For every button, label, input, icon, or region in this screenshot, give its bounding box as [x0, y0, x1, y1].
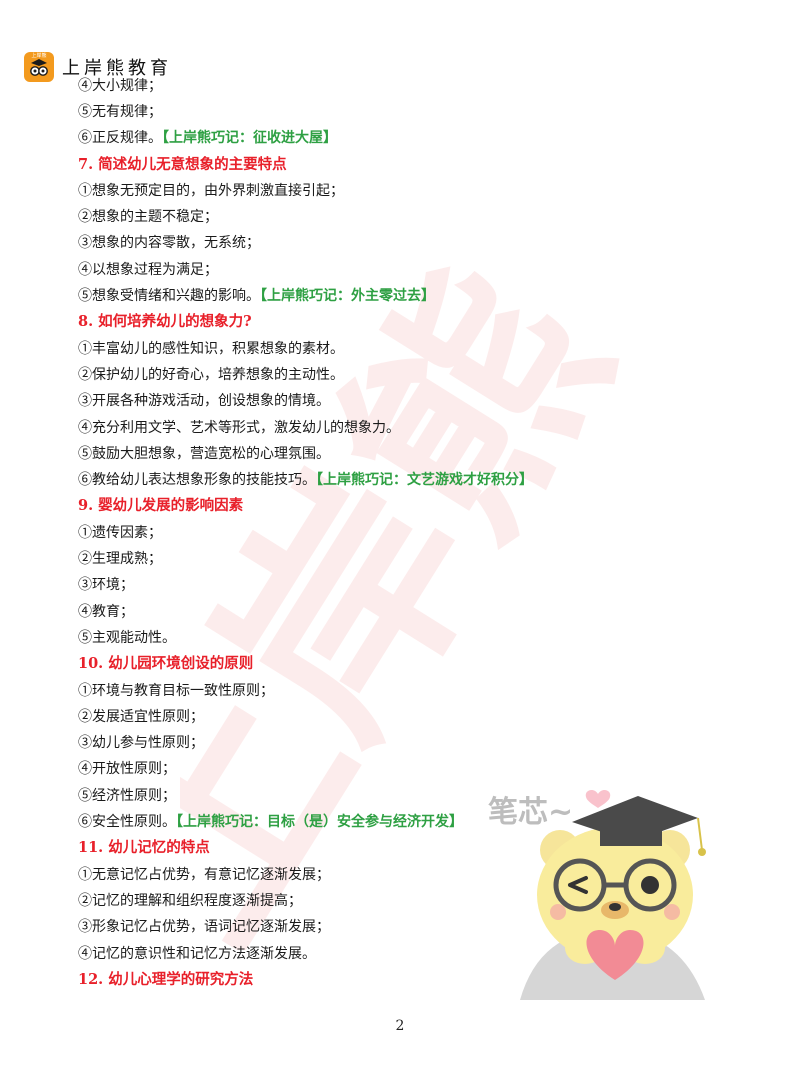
heading-text: 9. 婴幼儿发展的影响因素 — [78, 497, 244, 515]
list-item: ①丰富幼儿的感性知识，积累想象的素材。 — [78, 336, 538, 362]
item-text: ①丰富幼儿的感性知识，积累想象的素材。 — [78, 340, 344, 357]
section-heading: 12. 幼儿心理学的研究方法 — [78, 967, 538, 993]
list-item: ⑤无有规律； — [78, 99, 538, 125]
list-item: ①想象无预定目的，由外界刺激直接引起； — [78, 178, 538, 204]
list-item: ⑤经济性原则； — [78, 783, 538, 809]
list-item: ①环境与教育目标一致性原则； — [78, 678, 538, 704]
page-number: 2 — [395, 1018, 405, 1034]
list-item: ③形象记忆占优势，语词记忆逐渐发展； — [78, 914, 538, 940]
item-text: ⑥教给幼儿表达想象形象的技能技巧。 — [78, 472, 316, 489]
item-text: ⑤鼓励大胆想象，营造宽松的心理氛围。 — [78, 445, 330, 462]
memory-tip: 【上岸熊巧记：外主零过去】 — [260, 288, 435, 305]
item-text: ④记忆的意识性和记忆方法逐渐发展。 — [78, 945, 316, 962]
bear-mascot-illustration: 笔芯~ — [488, 790, 706, 1000]
list-item: ④充分利用文学、艺术等形式，激发幼儿的想象力。 — [78, 415, 538, 441]
item-text: ⑤无有规律； — [78, 104, 162, 120]
item-text: ①无意记忆占优势，有意记忆逐渐发展； — [78, 866, 330, 883]
memory-tip: 【上岸熊巧记：目标（是）安全参与经济开发】 — [176, 814, 463, 831]
list-item: ⑥教给幼儿表达想象形象的技能技巧。【上岸熊巧记：文艺游戏才好积分】 — [78, 467, 538, 493]
list-item: ②想象的主题不稳定； — [78, 204, 538, 230]
item-text: ②记忆的理解和组织程度逐渐提高； — [78, 892, 302, 909]
mascot-caption: 笔芯~ — [488, 795, 573, 830]
heading-text: 8. 如何培养幼儿的想象力? — [78, 313, 252, 331]
list-item: ⑥正反规律。【上岸熊巧记：征收进大屋】 — [78, 125, 538, 151]
item-text: ④充分利用文学、艺术等形式，激发幼儿的想象力。 — [78, 419, 400, 436]
item-text: ③幼儿参与性原则； — [78, 735, 204, 752]
list-item: ②保护幼儿的好奇心，培养想象的主动性。 — [78, 362, 538, 388]
item-text: ⑤经济性原则； — [78, 787, 176, 804]
section-heading: 9. 婴幼儿发展的影响因素 — [78, 493, 538, 519]
list-item: ④大小规律； — [78, 73, 538, 99]
item-text: ④以想象过程为满足； — [78, 261, 218, 278]
list-item: ④教育； — [78, 599, 538, 625]
item-text: ③环境； — [78, 577, 134, 594]
list-item: ⑤鼓励大胆想象，营造宽松的心理氛围。 — [78, 441, 538, 467]
item-text: ②发展适宜性原则； — [78, 708, 204, 725]
list-item: ①遗传因素； — [78, 520, 538, 546]
list-item: ②记忆的理解和组织程度逐渐提高； — [78, 888, 538, 914]
item-text: ①环境与教育目标一致性原则； — [78, 682, 274, 699]
section-heading: 8. 如何培养幼儿的想象力? — [78, 309, 538, 335]
list-item: ③开展各种游戏活动，创设想象的情境。 — [78, 388, 538, 414]
list-item: ②发展适宜性原则； — [78, 704, 538, 730]
item-text: ③想象的内容零散，无系统； — [78, 235, 260, 252]
list-item: ②生理成熟； — [78, 546, 538, 572]
list-item: ④以想象过程为满足； — [78, 257, 538, 283]
heading-text: 7. 简述幼儿无意想象的主要特点 — [78, 155, 287, 173]
memory-tip: 【上岸熊巧记：征收进大屋】 — [162, 130, 337, 147]
brand-name: 上岸熊教育 — [62, 58, 172, 79]
item-text: ③开展各种游戏活动，创设想象的情境。 — [78, 393, 330, 410]
item-text: ⑤主观能动性。 — [78, 629, 176, 646]
logo-label: 上岸熊 — [31, 53, 47, 59]
item-text: ②想象的主题不稳定； — [78, 209, 218, 226]
item-text: ④教育； — [78, 603, 134, 620]
list-item: ③幼儿参与性原则； — [78, 730, 538, 756]
heart-icon — [586, 930, 644, 980]
section-heading: 11. 幼儿记忆的特点 — [78, 835, 538, 861]
section-heading: 7. 简述幼儿无意想象的主要特点 — [78, 152, 538, 178]
heading-text: 10. 幼儿园环境创设的原则 — [78, 655, 254, 673]
item-text: ③形象记忆占优势，语词记忆逐渐发展； — [78, 919, 330, 936]
item-text: ④大小规律； — [78, 78, 162, 94]
item-text: ②保护幼儿的好奇心，培养想象的主动性。 — [78, 366, 344, 383]
document-body: ④大小规律； ⑤无有规律； ⑥正反规律。【上岸熊巧记：征收进大屋】 7. 简述幼儿无意… — [78, 73, 538, 993]
item-text: ②生理成熟； — [78, 551, 162, 568]
item-text: ⑤想象受情绪和兴趣的影响。 — [78, 288, 260, 305]
list-item: ④开放性原则； — [78, 756, 538, 782]
list-item: ①无意记忆占优势，有意记忆逐渐发展； — [78, 862, 538, 888]
item-text: ⑥安全性原则。 — [78, 814, 176, 831]
memory-tip: 【上岸熊巧记：文艺游戏才好积分】 — [316, 472, 533, 489]
item-text: ①遗传因素； — [78, 524, 162, 541]
bear-logo-icon — [30, 59, 48, 76]
item-text: ④开放性原则； — [78, 761, 176, 778]
list-item: ⑤想象受情绪和兴趣的影响。【上岸熊巧记：外主零过去】 — [78, 283, 538, 309]
heading-text: 11. 幼儿记忆的特点 — [78, 839, 210, 857]
list-item: ⑥安全性原则。【上岸熊巧记：目标（是）安全参与经济开发】 — [78, 809, 538, 835]
brand-logo: 上岸熊 — [24, 52, 54, 82]
item-text: ⑥正反规律。 — [78, 130, 162, 147]
list-item: ③想象的内容零散，无系统； — [78, 230, 538, 256]
page-header: 上岸熊 上岸熊教育 — [24, 52, 172, 82]
list-item: ③环境； — [78, 572, 538, 598]
section-heading: 10. 幼儿园环境创设的原则 — [78, 651, 538, 677]
item-text: ①想象无预定目的，由外界刺激直接引起； — [78, 182, 344, 199]
heading-text: 12. 幼儿心理学的研究方法 — [78, 970, 254, 988]
small-heart-icon — [585, 790, 611, 808]
list-item: ⑤主观能动性。 — [78, 625, 538, 651]
list-item: ④记忆的意识性和记忆方法逐渐发展。 — [78, 941, 538, 967]
